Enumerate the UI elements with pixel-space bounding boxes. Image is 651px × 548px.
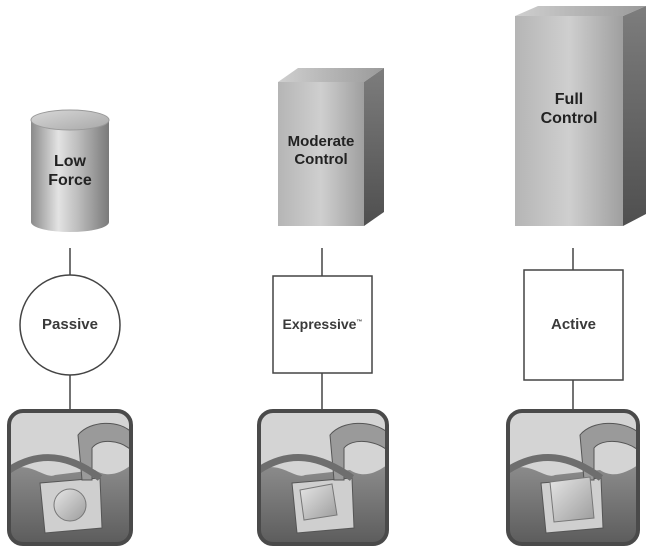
trademark-mark: ™ <box>356 319 363 326</box>
label-low-force-line2: Force <box>48 172 92 189</box>
box-moderate-control <box>278 68 384 226</box>
cylinder-low-force <box>30 109 110 232</box>
label-moderate-control-line1: Moderate <box>287 133 355 150</box>
bracket-image-active <box>506 409 640 546</box>
label-full-control-line2: Control <box>540 110 598 127</box>
label-moderate-control: Moderate Control <box>274 133 368 169</box>
bracket-image-expressive <box>257 409 389 546</box>
node-square-expressive <box>272 275 373 374</box>
bracket-image-passive <box>7 409 133 546</box>
label-moderate-control-line2: Control <box>294 151 348 168</box>
label-low-force: Low Force <box>31 152 109 190</box>
label-low-force-line1: Low <box>54 153 86 170</box>
node-square-active <box>523 269 624 381</box>
node-label-active: Active <box>550 316 597 333</box>
connector-lines <box>69 248 574 411</box>
node-label-expressive-text: Expressive <box>282 316 357 332</box>
node-label-expressive: Expressive™ <box>273 316 372 332</box>
label-full-control-line1: Full <box>554 91 584 108</box>
box-full-control <box>515 6 646 226</box>
label-full-control: Full Control <box>521 90 617 128</box>
node-label-passive: Passive <box>42 316 98 333</box>
node-circle-passive <box>19 274 121 376</box>
